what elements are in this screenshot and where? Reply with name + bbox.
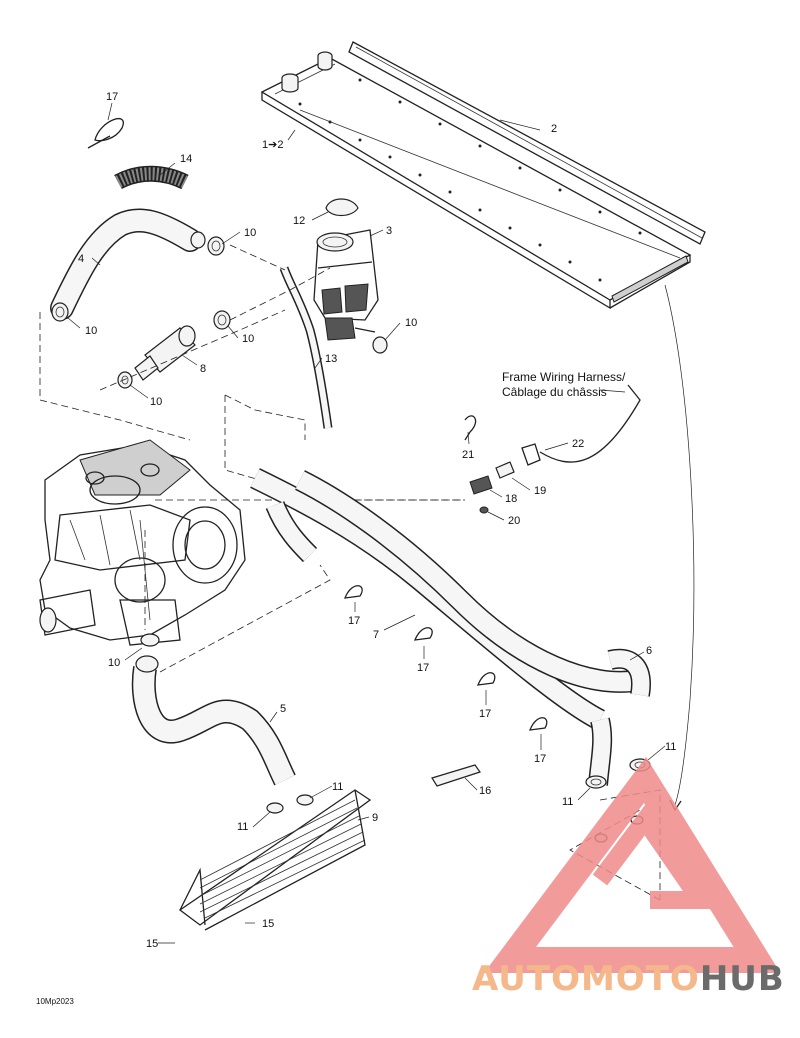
- callout-6: 6: [646, 645, 652, 657]
- part-12-cap: [325, 198, 359, 217]
- part-14-corrugated-hose: [114, 165, 189, 190]
- callout-7: 7: [373, 629, 379, 641]
- callout-10-a: 10: [244, 227, 256, 239]
- part-5-lower-hose: [131, 633, 296, 786]
- callout-5: 5: [280, 703, 286, 715]
- callout-10-b: 10: [85, 325, 97, 337]
- callout-9: 9: [372, 812, 378, 824]
- part-9-heat-exchanger: [178, 789, 372, 931]
- part-17-clamp-top: [87, 118, 124, 149]
- leader-lines: [67, 102, 666, 944]
- callout-3: 3: [386, 225, 392, 237]
- arrow-path: [664, 284, 695, 806]
- callout-14: 14: [180, 153, 192, 165]
- callout-22: 22: [572, 438, 584, 450]
- parts-18-22-sensor-connectors: [464, 384, 641, 514]
- part-7-long-coolant-tubes: [250, 468, 643, 730]
- callout-13: 13: [325, 353, 337, 365]
- frame-wiring-harness-label: Frame Wiring Harness/ Câblage du châssis: [502, 370, 626, 399]
- callout-4: 4: [78, 253, 84, 265]
- figure-code: 10Mp2023: [36, 997, 74, 1006]
- part-2-trim-strip: [348, 41, 706, 245]
- engine-block: [39, 439, 246, 646]
- callout-10-e: 10: [150, 396, 162, 408]
- callout-15-a: 15: [262, 918, 274, 930]
- callout-16: 16: [479, 785, 491, 797]
- callout-11-b: 11: [332, 781, 343, 793]
- callout-17-d: 17: [479, 708, 491, 720]
- callout-8: 8: [200, 363, 206, 375]
- callout-12: 12: [293, 215, 305, 227]
- callout-10-f: 10: [108, 657, 120, 669]
- callout-2: 2: [551, 123, 557, 135]
- callout-10-d: 10: [405, 317, 417, 329]
- watermark-text: AUTOMOTOHUB: [472, 959, 785, 999]
- watermark-hub: HUB: [700, 959, 785, 999]
- callout-labels: 17 14 1➔2 2 12 3 10 4 10 10 10 13 8 10 2…: [78, 91, 676, 950]
- part-1-radiator-panel: [260, 51, 692, 310]
- svg-text:AUTOMOTOHUB: AUTOMOTOHUB: [472, 959, 785, 999]
- part-3-coolant-reservoir: [313, 229, 379, 341]
- callout-20: 20: [508, 515, 520, 527]
- watermark-automoto: AUTOMOTO: [472, 959, 700, 999]
- part-16-strip: [431, 764, 481, 787]
- callout-17-e: 17: [534, 753, 546, 765]
- watermark-logo: [484, 757, 781, 973]
- callout-11-c: 11: [665, 741, 676, 753]
- part-4-upper-hose: [50, 208, 202, 320]
- callout-21: 21: [462, 449, 474, 461]
- part-17-clamps: [343, 585, 548, 731]
- callout-17-c: 17: [417, 662, 429, 674]
- frame-harness-line1: Frame Wiring Harness/: [502, 370, 626, 384]
- callout-17-top: 17: [106, 91, 118, 103]
- callout-1-2: 1➔2: [262, 139, 283, 151]
- frame-harness-line2: Câblage du châssis: [502, 385, 607, 399]
- callout-18: 18: [505, 493, 517, 505]
- part-13-overflow-tube: [279, 266, 333, 429]
- part-10-clamps: [51, 231, 388, 389]
- callout-19: 19: [534, 485, 546, 497]
- callout-15-b: 15: [146, 938, 158, 950]
- callout-11-d: 11: [562, 796, 573, 808]
- callout-10-c: 10: [242, 333, 254, 345]
- callout-11-a: 11: [237, 821, 248, 833]
- callout-17-b: 17: [348, 615, 360, 627]
- part-8-connector-pipe: [134, 325, 196, 381]
